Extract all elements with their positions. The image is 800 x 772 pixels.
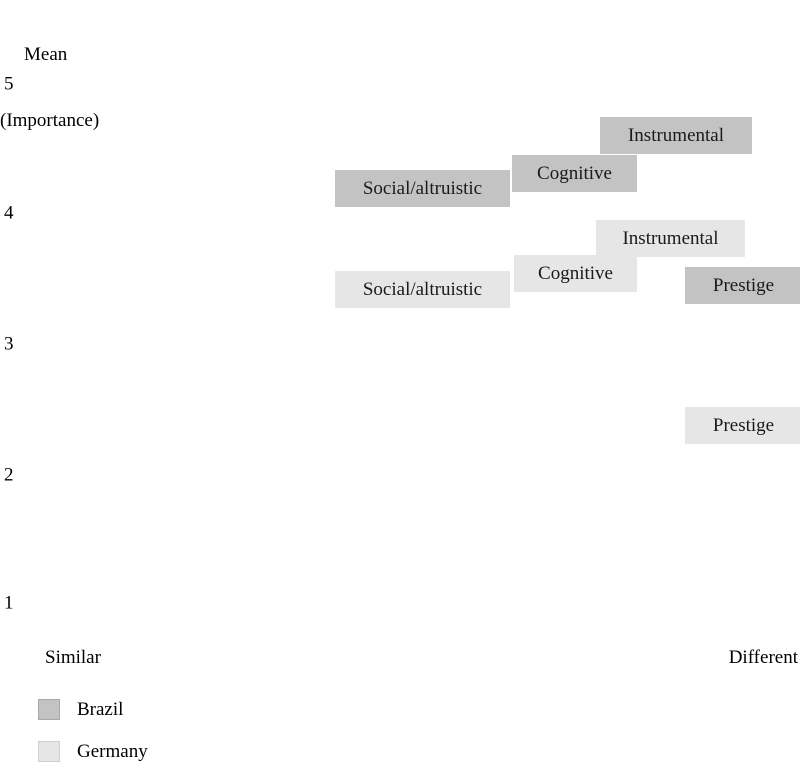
x-axis-label-similar: Similar [45,647,101,668]
bar-label: Social/altruistic [362,279,483,300]
legend-label-brazil: Brazil [77,698,124,720]
y-axis-title-line1: Mean [24,44,68,65]
bar-label: Instrumental [622,228,719,249]
legend-swatch-germany [38,740,60,762]
legend-swatch-brazil [38,698,60,720]
bar-label: Prestige [712,415,775,436]
bar-brazil-prestige: Prestige [685,267,800,304]
legend-item-brazil: Brazil [38,688,148,730]
y-axis-tick-1: 1 [4,592,14,614]
y-axis-tick-3: 3 [4,333,14,355]
y-axis-title: Mean (Importance) [0,0,170,176]
bar-brazil-social-altruistic: Social/altruistic [335,170,510,207]
bar-brazil-cognitive: Cognitive [512,155,637,192]
bar-germany-prestige: Prestige [685,407,800,444]
legend-label-germany: Germany [77,740,148,762]
bar-germany-cognitive: Cognitive [514,255,637,292]
bar-label: Cognitive [537,163,612,184]
y-axis-tick-2: 2 [4,464,14,486]
bar-germany-social-altruistic: Social/altruistic [335,271,510,308]
bar-label: Instrumental [627,125,725,146]
bar-brazil-instrumental: Instrumental [600,117,752,154]
bar-label: Social/altruistic [362,178,483,199]
legend-item-germany: Germany [38,730,148,772]
y-axis-tick-4: 4 [4,202,14,224]
bar-label: Cognitive [538,263,613,284]
y-axis-title-line2: (Importance) [0,110,100,131]
y-axis-tick-5: 5 [4,73,14,95]
bar-label: Prestige [712,275,775,296]
bar-germany-instrumental: Instrumental [596,220,745,257]
x-axis-label-different: Different [728,647,798,668]
